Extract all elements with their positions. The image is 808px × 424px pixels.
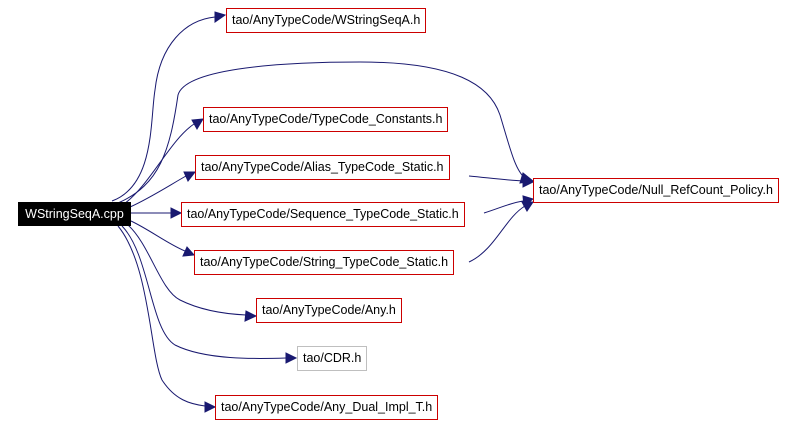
arrowhead-alias-to-null-refcount-policy xyxy=(522,176,535,188)
edge-source-to-any-h xyxy=(127,224,247,316)
edge-string-typecode-to-null-refcount-policy xyxy=(468,205,526,263)
node-wstringseqa-cpp: WStringSeqA.cpp xyxy=(18,202,131,226)
edge-alias-typecode-to-null-refcount-policy xyxy=(468,175,524,182)
arrowhead-sequence-typecode-static-h xyxy=(170,207,183,219)
arrowhead-string-typecode-static-h xyxy=(182,246,196,257)
arrowhead-wstringseqa-h xyxy=(214,11,227,23)
edge-source-to-string-typecode-static-h xyxy=(130,220,186,252)
edge-sequence-typecode-to-null-refcount-policy xyxy=(483,200,524,214)
node-sequence-typecode-static-h[interactable]: tao/AnyTypeCode/Sequence_TypeCode_Static… xyxy=(181,202,465,227)
node-null-refcount-policy-h[interactable]: tao/AnyTypeCode/Null_RefCount_Policy.h xyxy=(533,178,779,203)
arrowhead-alias-typecode-static-h xyxy=(183,171,197,182)
node-cdr-h: tao/CDR.h xyxy=(297,346,368,371)
edge-source-to-typecode-constants-h xyxy=(123,123,195,205)
edge-source-to-cdr-h xyxy=(121,225,287,359)
arrowhead-cdr-h xyxy=(285,352,298,364)
node-alias-typecode-static-h[interactable]: tao/AnyTypeCode/Alias_TypeCode_Static.h xyxy=(195,155,450,180)
node-any-dual-impl-t-h[interactable]: tao/AnyTypeCode/Any_Dual_Impl_T.h xyxy=(215,395,439,420)
edge-source-to-alias-typecode-static-h xyxy=(129,175,187,208)
arrowhead-any-dual-impl-t-h xyxy=(204,401,217,413)
node-string-typecode-static-h[interactable]: tao/AnyTypeCode/String_TypeCode_Static.h xyxy=(194,250,455,275)
dependency-edges xyxy=(111,11,535,413)
edge-source-to-any-dual-impl-t-h xyxy=(117,225,206,407)
arrowhead-string-to-null-refcount-policy xyxy=(521,201,534,212)
arrowhead-any-h xyxy=(244,310,258,322)
edge-source-to-wstringseqa-h xyxy=(111,16,216,202)
arrowhead-typecode-constants-h xyxy=(191,118,204,130)
node-any-h[interactable]: tao/AnyTypeCode/Any.h xyxy=(256,298,402,323)
edge-source-to-null-refcount-policy-direct xyxy=(117,61,526,204)
node-wstringseqa-h[interactable]: tao/AnyTypeCode/WStringSeqA.h xyxy=(226,8,427,33)
node-typecode-constants-h[interactable]: tao/AnyTypeCode/TypeCode_Constants.h xyxy=(203,107,449,132)
